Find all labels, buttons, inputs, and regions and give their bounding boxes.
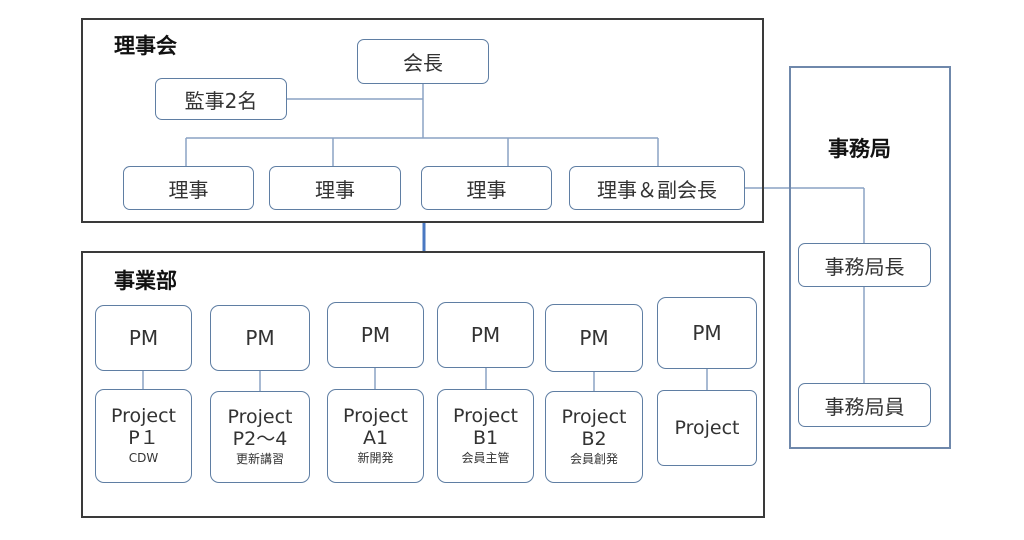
project-node-5: Project B2 会員創発 [545,391,643,483]
pm-node-4: PM [437,302,534,368]
project-note: 会員主管 [461,451,510,466]
project-code: P１ [128,426,159,449]
pm-node-1: PM [95,305,192,371]
project-node-3: Project A1 新開発 [327,389,424,483]
pm-node-3: PM [327,302,424,368]
director-node-3: 理事 [421,166,552,210]
pm-node-5: PM [545,304,643,372]
board-title: 理事会 [114,34,177,58]
project-label: Project [561,405,627,428]
director-node-2: 理事 [269,166,401,210]
board-panel [81,18,764,223]
project-code: P2～4 [232,427,288,450]
project-code: B1 [472,426,499,449]
chairman-node: 会長 [357,39,489,84]
vice-chairman-node: 理事＆副会長 [569,166,745,210]
project-note: 会員創発 [569,452,618,467]
project-node-6: Project [657,390,757,466]
project-node-1: Project P１ CDW [95,389,192,483]
auditors-node: 監事2名 [155,78,287,120]
project-code: B2 [581,427,607,450]
office-panel [789,66,951,449]
project-label: Project [227,405,293,428]
pm-node-2: PM [210,305,310,371]
project-label: Project [452,404,518,427]
business-panel [81,251,765,518]
office-title: 事務局 [828,137,891,161]
project-label: Project [342,404,408,427]
project-node-4: Project B1 会員主管 [437,389,534,483]
pm-node-6: PM [657,297,757,369]
project-note: CDW [128,451,159,466]
business-title: 事業部 [114,269,177,293]
office-head-node: 事務局長 [798,243,931,287]
project-note: 新開発 [357,451,394,466]
project-node-2: Project P2～4 更新講習 [210,391,310,483]
project-note: 更新講習 [235,452,284,467]
project-label: Project [110,404,176,427]
director-node-1: 理事 [123,166,254,210]
project-code: A1 [362,426,389,449]
office-staff-node: 事務局員 [798,383,931,427]
